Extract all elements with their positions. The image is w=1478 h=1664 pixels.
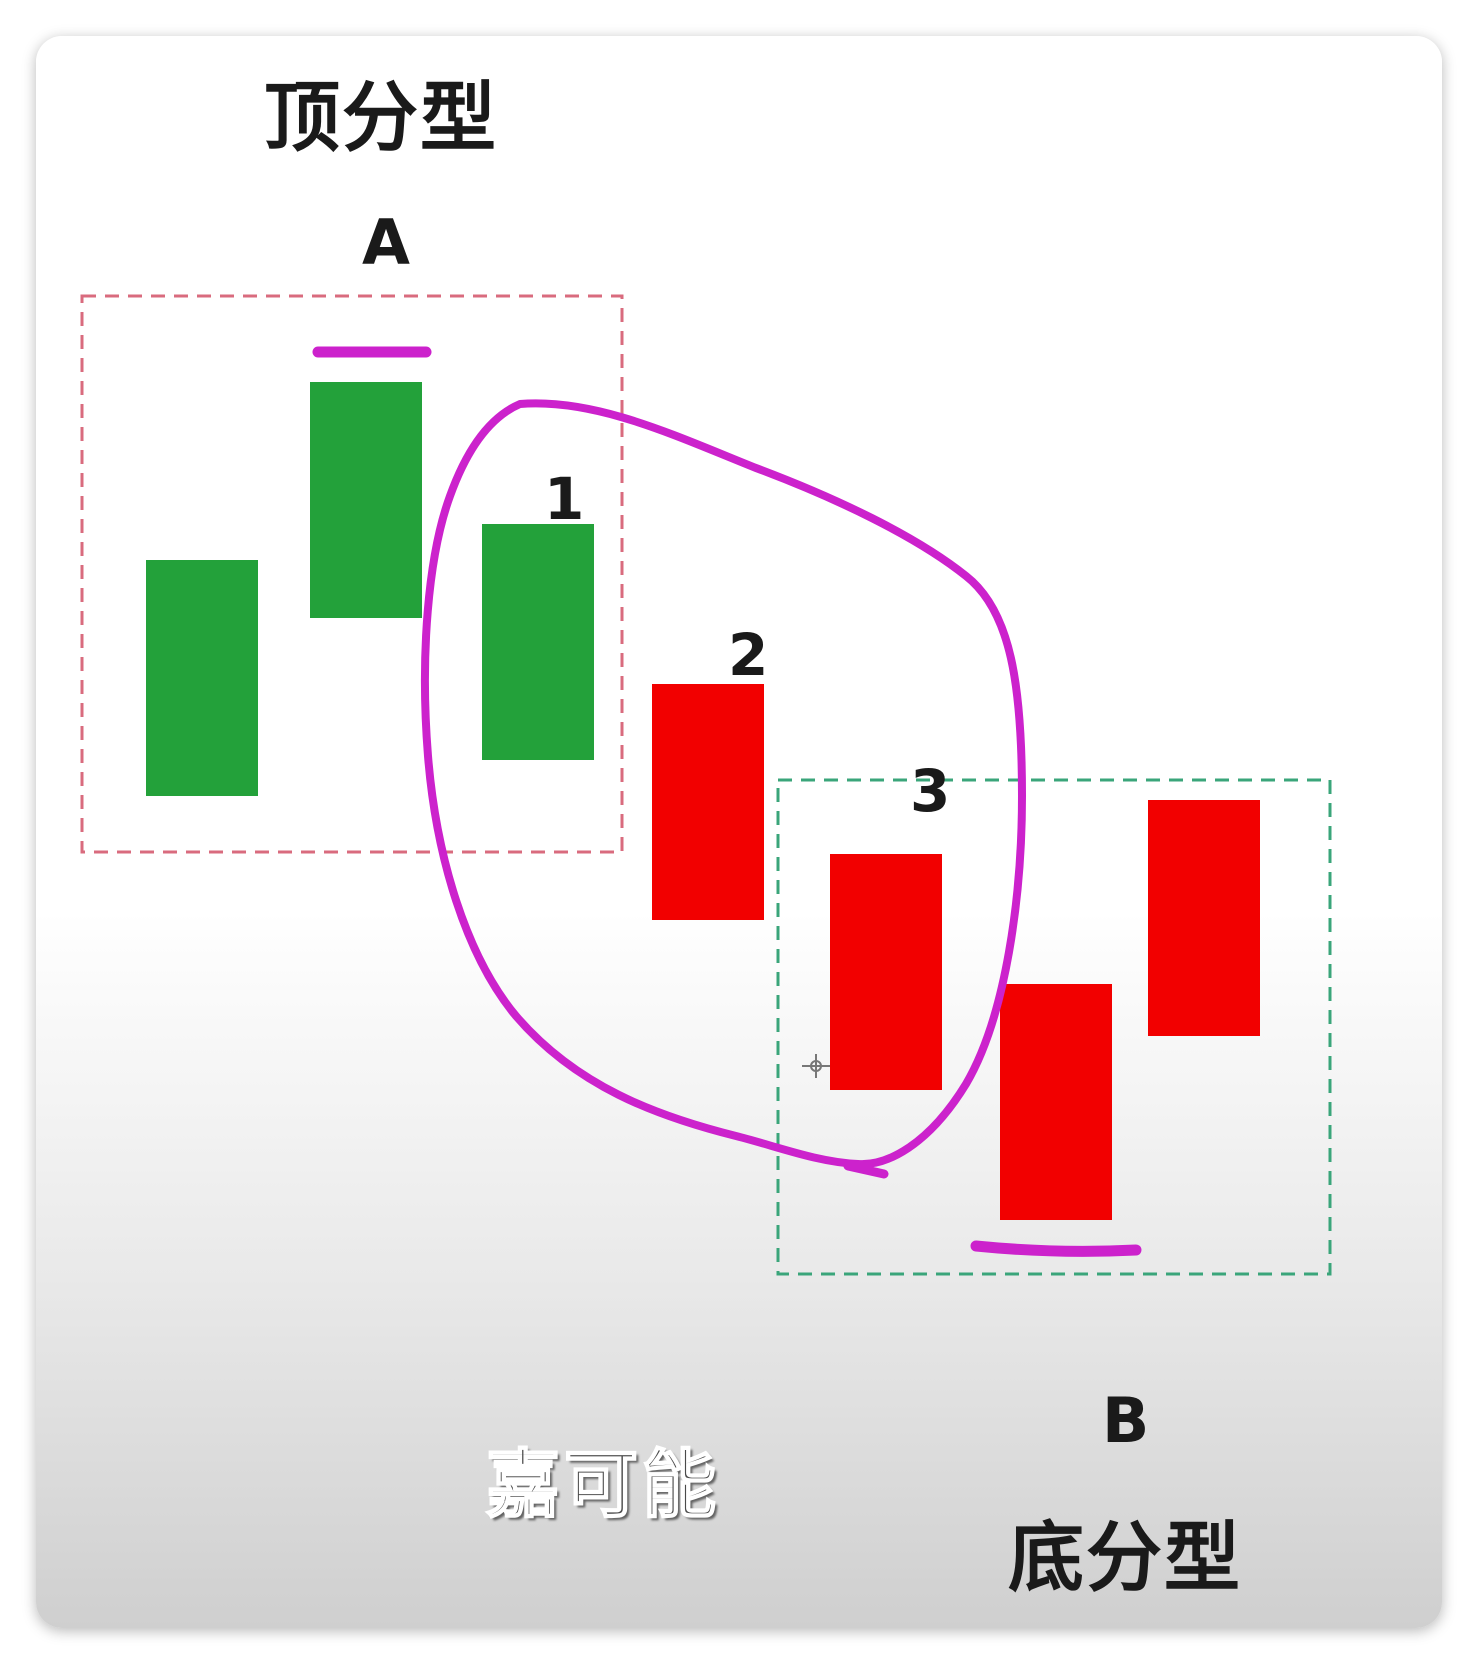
crosshair-cursor-icon [802,1054,830,1078]
candle-bottom-trough [1000,984,1112,1220]
candle-1 [482,524,594,760]
sequence-label-3: 3 [910,757,951,825]
top-fractal-title: 顶分型 [264,73,498,162]
sequence-label-1: 1 [544,465,585,533]
bottom-fractal-box [776,778,1332,1276]
fractal-diagram [80,294,1332,1276]
candle-top-left [146,560,258,796]
candle-top-peak [310,382,422,618]
circle-end-tail [843,1161,889,1179]
candle-bottom-right [1148,800,1260,1036]
hand-drawn-circle-icon [420,399,1026,1169]
top-fractal-box [80,294,624,854]
watermark-text: 嘉可能 [485,1442,720,1528]
candle-3 [830,854,942,1090]
bottom-marker-underline-icon [970,1240,1142,1257]
point-a-label: A [362,206,410,279]
bottom-fractal-title: 底分型 [1008,1513,1242,1602]
candle-2 [652,684,764,920]
sequence-label-2: 2 [728,621,769,689]
point-b-label: B [1102,1384,1150,1457]
diagram-frame: 顶分型 A 1 2 3 B 底分型 嘉可能 [36,36,1442,1628]
